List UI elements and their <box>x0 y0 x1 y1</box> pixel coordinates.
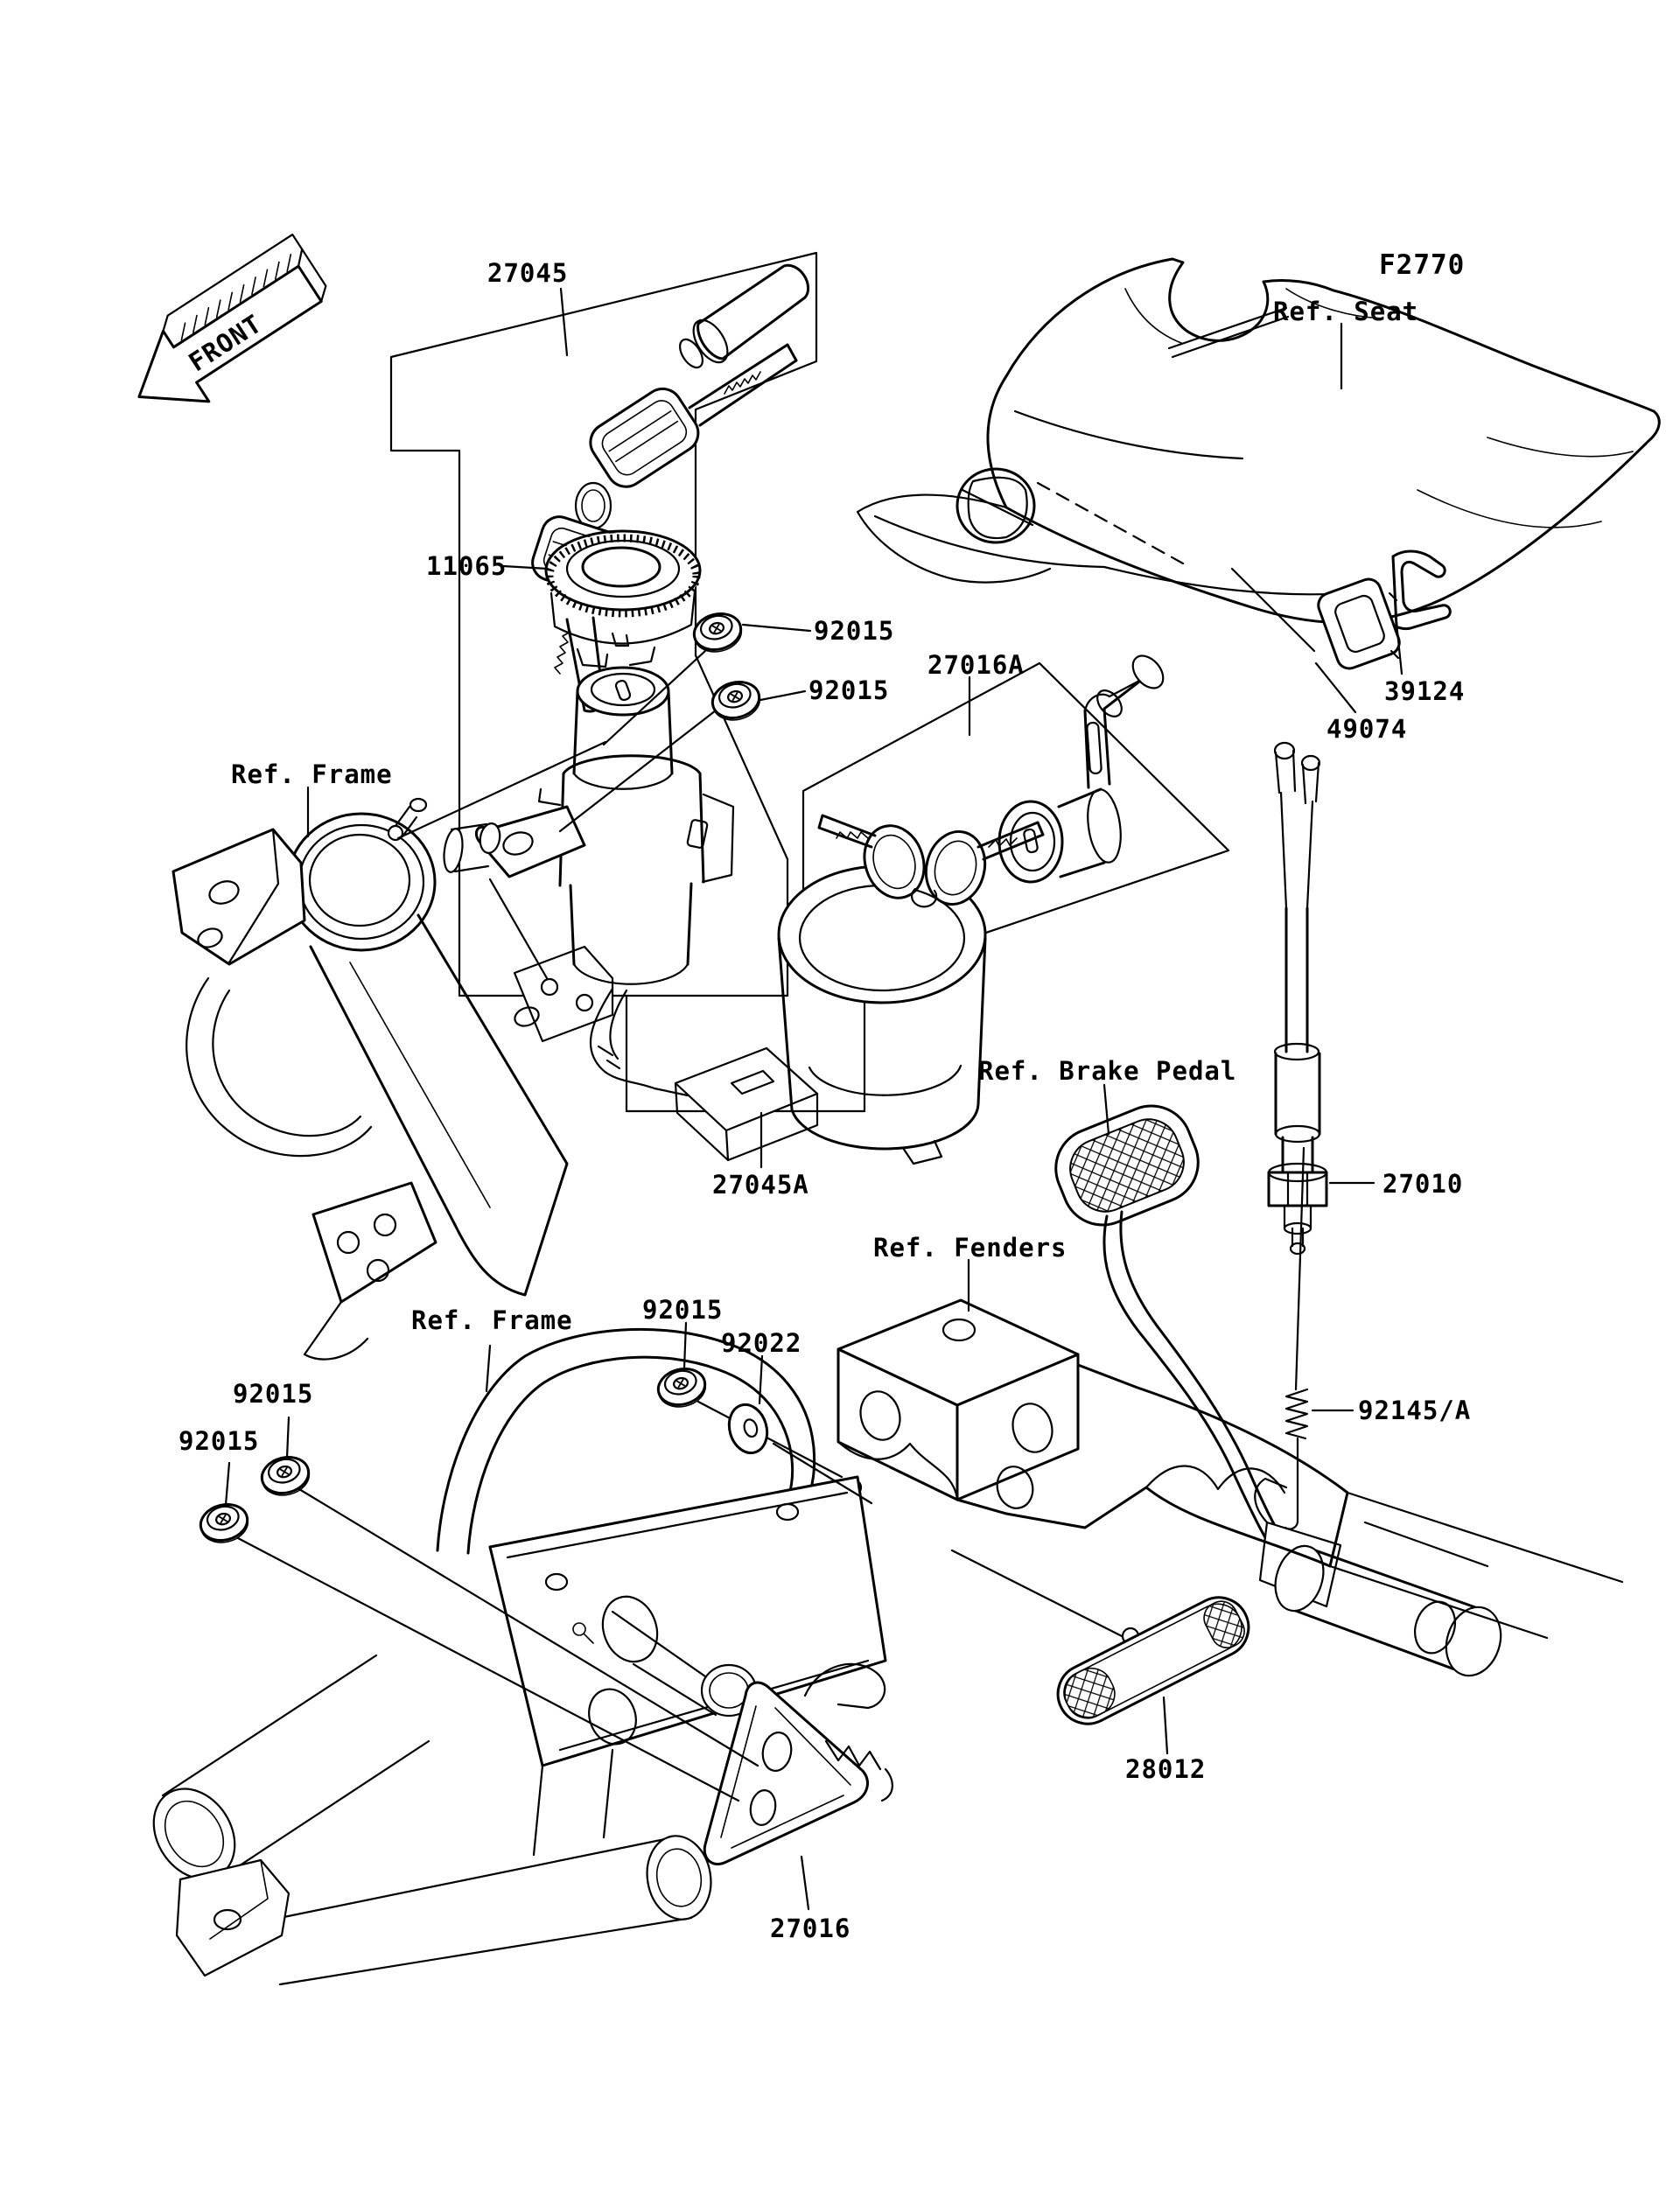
ref-label-brake-pedal: Ref. Brake Pedal <box>978 1056 1236 1086</box>
reflector-28012-drawing <box>950 1549 1250 1725</box>
ref-label-frame-bottom: Ref. Frame <box>411 1305 573 1335</box>
part-label-49074: 49074 <box>1326 714 1407 744</box>
key-blank-tube <box>696 263 810 360</box>
part-label-92015-2: 92015 <box>808 675 889 705</box>
part-label-27016: 27016 <box>770 1914 850 1943</box>
part-label-39124: 39124 <box>1384 676 1465 706</box>
seat-lock-keys <box>817 814 1045 908</box>
ref-label-seat: Ref. Seat <box>1273 297 1418 326</box>
lock-bracket-27016-drawing <box>611 1610 893 1865</box>
brake-switch-27010-drawing <box>1267 741 1328 1256</box>
part-label-92015-1: 92015 <box>814 616 894 646</box>
part-label-92015-4: 92015 <box>233 1379 313 1409</box>
frame-head-tube-drawing <box>172 797 614 1361</box>
rear-frame-drawing <box>152 1327 887 1986</box>
seat-pad-49074-drawing <box>1317 577 1401 670</box>
part-label-92015-5: 92015 <box>178 1426 259 1456</box>
ref-label-frame-top: Ref. Frame <box>231 759 393 789</box>
seat-panel-drawing <box>856 257 1661 624</box>
part-label-28012: 28012 <box>1125 1754 1206 1784</box>
seat-lock-assy-drawing <box>817 654 1165 908</box>
part-label-92022: 92022 <box>721 1328 802 1358</box>
ref-label-fenders: Ref. Fenders <box>873 1233 1068 1263</box>
part-label-27010: 27010 <box>1382 1169 1463 1199</box>
rear-frame-plate <box>488 1475 887 1767</box>
frame-gusset <box>312 1181 438 1304</box>
ring-nut-11065-drawing <box>544 529 702 668</box>
part-label-27045: 27045 <box>487 258 568 288</box>
ignition-switch-drawing <box>443 666 819 1162</box>
brake-pedal-drawing <box>1054 1104 1502 1677</box>
part-label-27016a: 27016A <box>928 650 1025 680</box>
part-label-92145a: 92145/A <box>1358 1396 1471 1425</box>
part-label-27045a: 27045A <box>712 1170 809 1200</box>
group-outline-27045 <box>389 251 818 997</box>
part-label-92015-3: 92015 <box>642 1295 723 1325</box>
leader-lines <box>224 287 1404 1911</box>
part-label-11065: 11065 <box>426 551 507 581</box>
figure-code: F2770 <box>1379 249 1465 281</box>
seat-lock-hole <box>956 467 1036 544</box>
seat-hook-39124-drawing <box>1391 549 1452 631</box>
